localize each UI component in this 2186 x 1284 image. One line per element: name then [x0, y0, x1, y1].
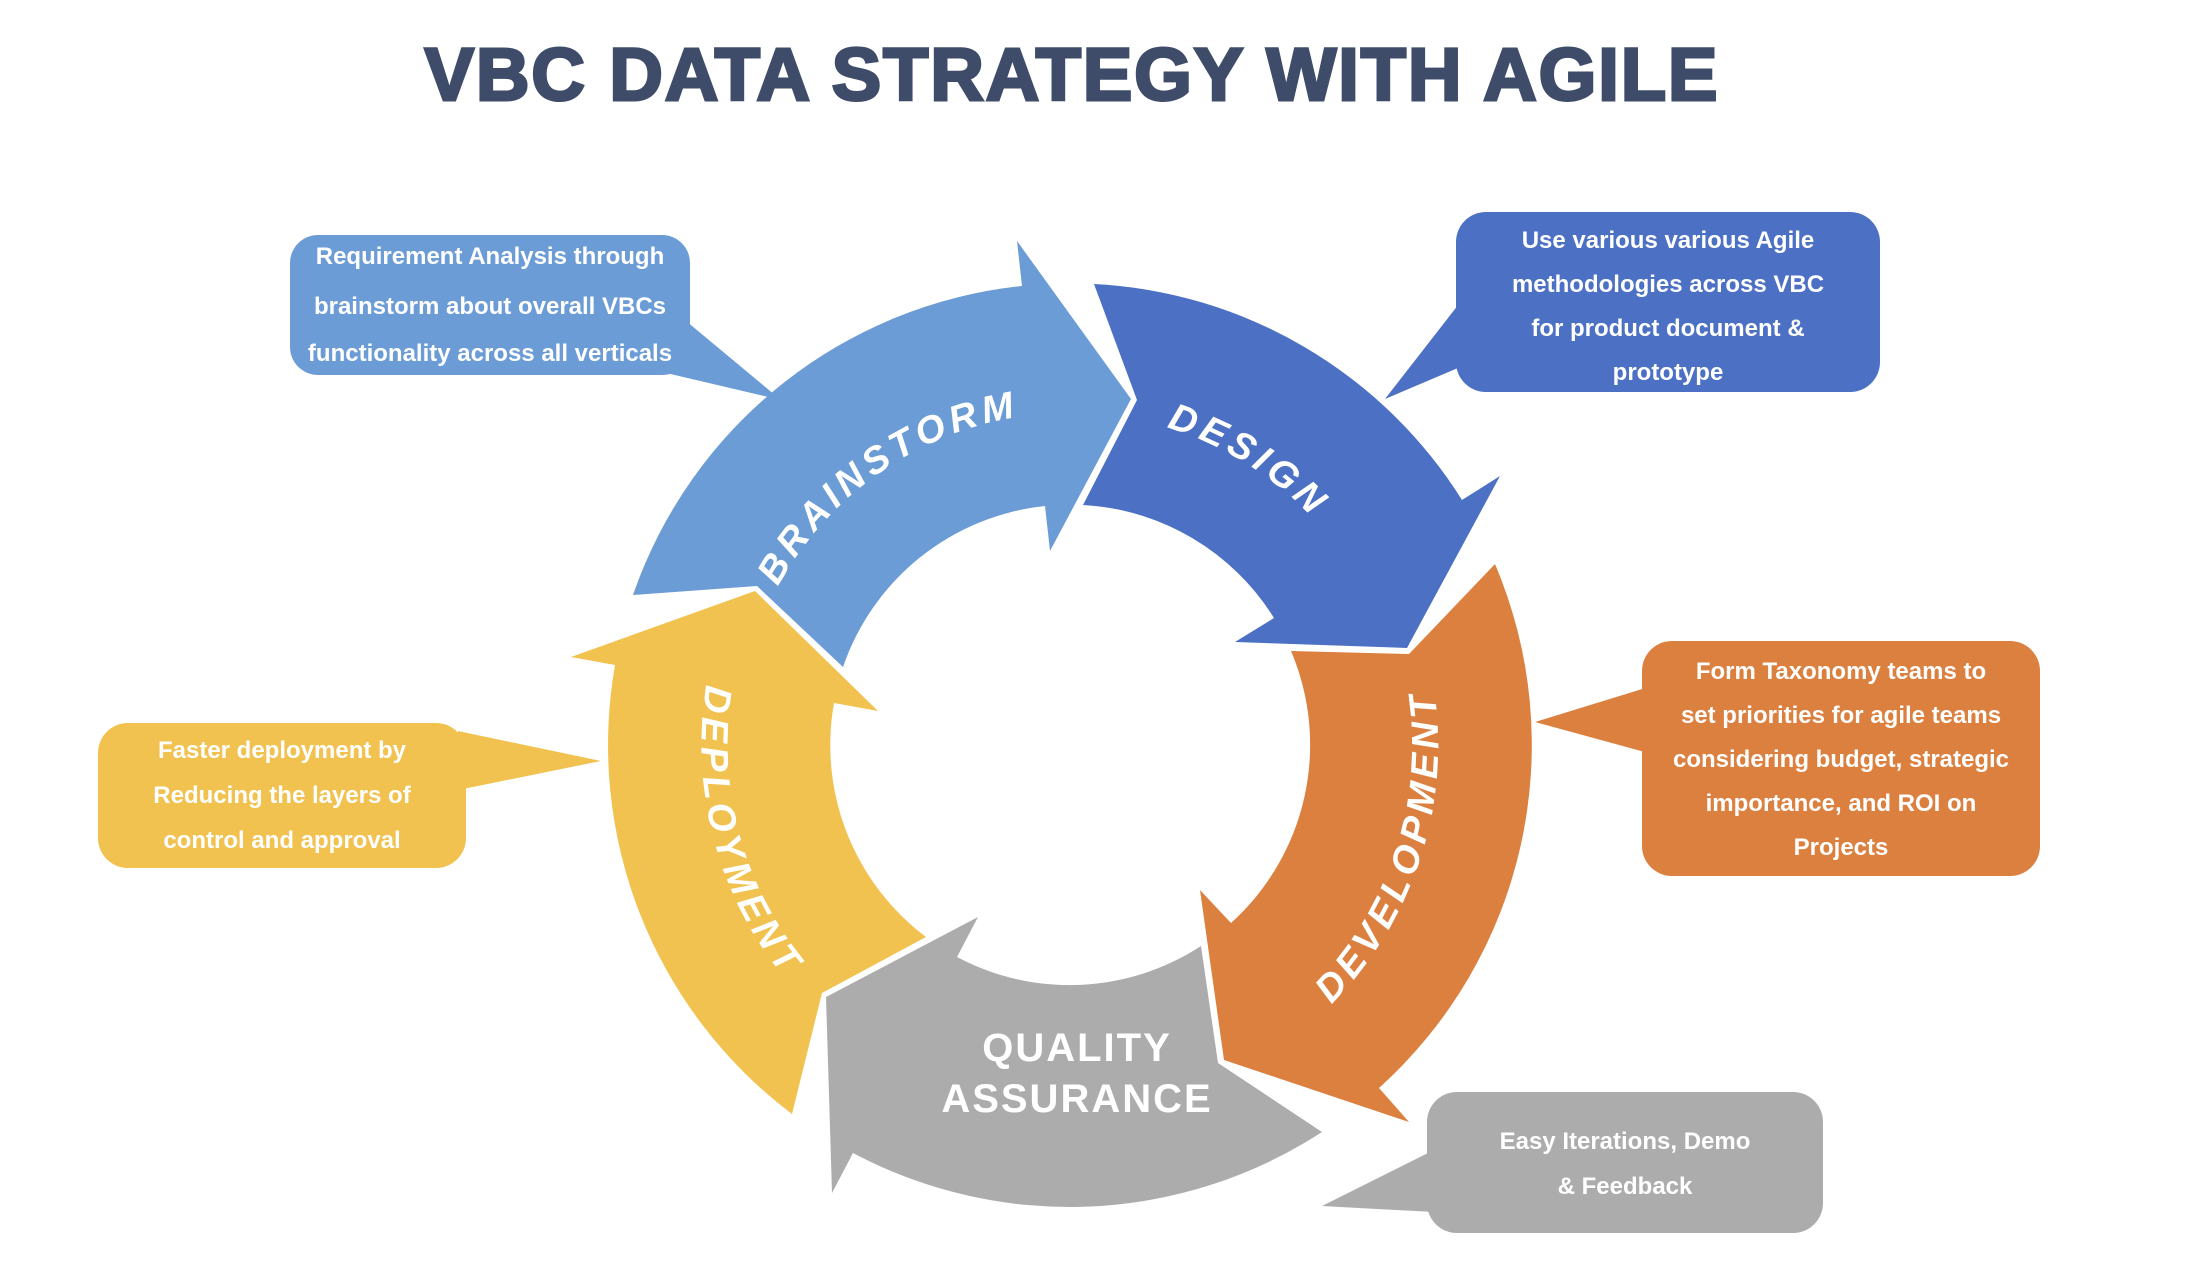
callout-text-line: Use various various Agile [1522, 227, 1815, 254]
callout-design: Use various various Agile methodologies … [1385, 212, 1880, 399]
arrow-segment-deployment [571, 591, 926, 1114]
callout-text-line: Form Taxonomy teams to [1696, 658, 1986, 685]
callout-tail [1385, 300, 1472, 399]
callout-text-line: set priorities for agile teams [1681, 702, 2001, 729]
callout-text-line: Reducing the layers of [153, 782, 411, 809]
page-title: VBC DATA STRATEGY WITH AGILE [425, 33, 1720, 116]
label-quality-assurance-line1: QUALITY [982, 1026, 1172, 1070]
callout-development: Form Taxonomy teams to set priorities fo… [1535, 641, 2040, 876]
callout-brainstorm: Requirement Analysis through brainstorm … [290, 235, 781, 400]
callout-text-line: & Feedback [1558, 1173, 1693, 1200]
callout-text-line: Easy Iterations, Demo [1500, 1128, 1751, 1155]
callout-text-line: for product document & [1531, 315, 1804, 342]
callout-text-line: considering budget, strategic [1673, 746, 2009, 773]
callout-text-line: importance, and ROI on [1706, 790, 1977, 817]
callout-bubble [1427, 1092, 1823, 1233]
arrow-segment-brainstorm [633, 241, 1131, 667]
callout-tail [458, 731, 601, 790]
arrow-segment-development [1200, 564, 1532, 1122]
callout-text-line: brainstorm about overall VBCs [314, 293, 666, 320]
callout-text-line: prototype [1613, 359, 1724, 386]
cycle-ring: BRAINSTORM DESIGN DEVELOPMENT DEPLOYMENT… [571, 241, 1532, 1207]
callout-bubble [98, 723, 466, 868]
callout-quality-assurance: Easy Iterations, Demo & Feedback [1322, 1092, 1823, 1233]
label-quality-assurance-line2: ASSURANCE [941, 1077, 1212, 1121]
callout-deployment: Faster deployment by Reducing the layers… [98, 723, 601, 868]
callout-text-line: methodologies across VBC [1512, 271, 1824, 298]
callout-bubble [290, 235, 690, 375]
arrow-segment-design [1083, 284, 1500, 648]
callout-text-line: Requirement Analysis through [316, 243, 665, 270]
callout-text-line: control and approval [163, 827, 400, 854]
arrow-segment-quality-assurance [826, 917, 1322, 1207]
callout-text-line: Faster deployment by [158, 737, 407, 764]
callout-bubble [1642, 641, 2040, 876]
callout-tail [662, 306, 781, 400]
callout-text-line: functionality across all verticals [308, 340, 672, 367]
callout-text-line: Projects [1794, 834, 1889, 861]
callout-tail [1322, 1150, 1434, 1212]
callout-tail [1535, 686, 1652, 754]
callout-bubble [1456, 212, 1880, 392]
